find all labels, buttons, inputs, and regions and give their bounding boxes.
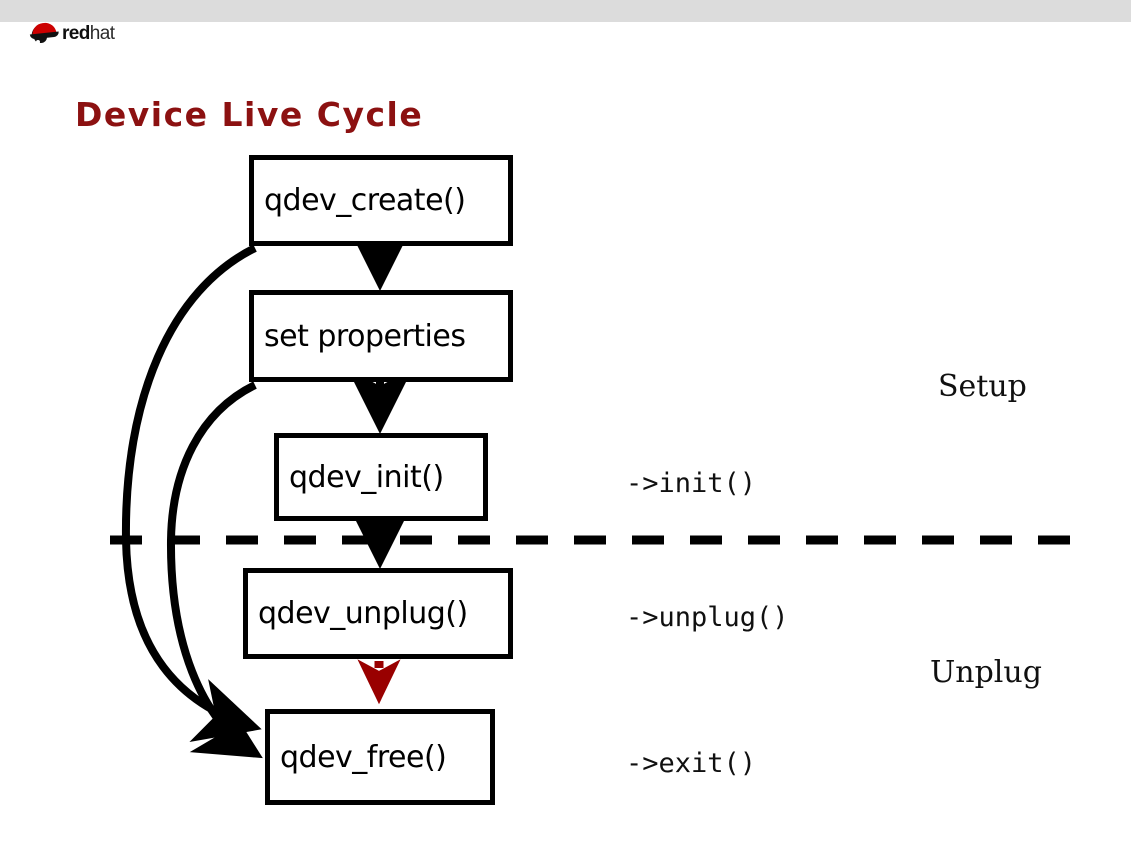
edge-create-to-free-curved bbox=[121, 244, 262, 742]
wordmark-red: red bbox=[62, 22, 90, 44]
redhat-logo: redhat bbox=[29, 20, 115, 46]
callback-label-unplug: ->unplug() bbox=[626, 602, 789, 633]
phase-label-setup: Setup bbox=[938, 369, 1027, 404]
edge-props-to-free-curved bbox=[166, 381, 263, 759]
top-bar bbox=[0, 0, 1131, 22]
page-title: Device Live Cycle bbox=[75, 95, 424, 134]
callback-label-init: ->init() bbox=[626, 468, 757, 499]
node-qdev-create[interactable]: qdev_create() bbox=[249, 155, 513, 246]
node-qdev-init[interactable]: qdev_init() bbox=[274, 433, 488, 521]
callback-label-exit: ->exit() bbox=[626, 748, 757, 779]
redhat-wordmark: redhat bbox=[62, 22, 115, 44]
node-set-properties[interactable]: set properties bbox=[249, 290, 513, 382]
redhat-shadowman-icon bbox=[29, 21, 60, 45]
wordmark-hat: hat bbox=[89, 22, 115, 44]
node-qdev-unplug[interactable]: qdev_unplug() bbox=[243, 568, 513, 659]
phase-label-unplug: Unplug bbox=[930, 655, 1042, 690]
node-qdev-free[interactable]: qdev_free() bbox=[265, 709, 495, 805]
